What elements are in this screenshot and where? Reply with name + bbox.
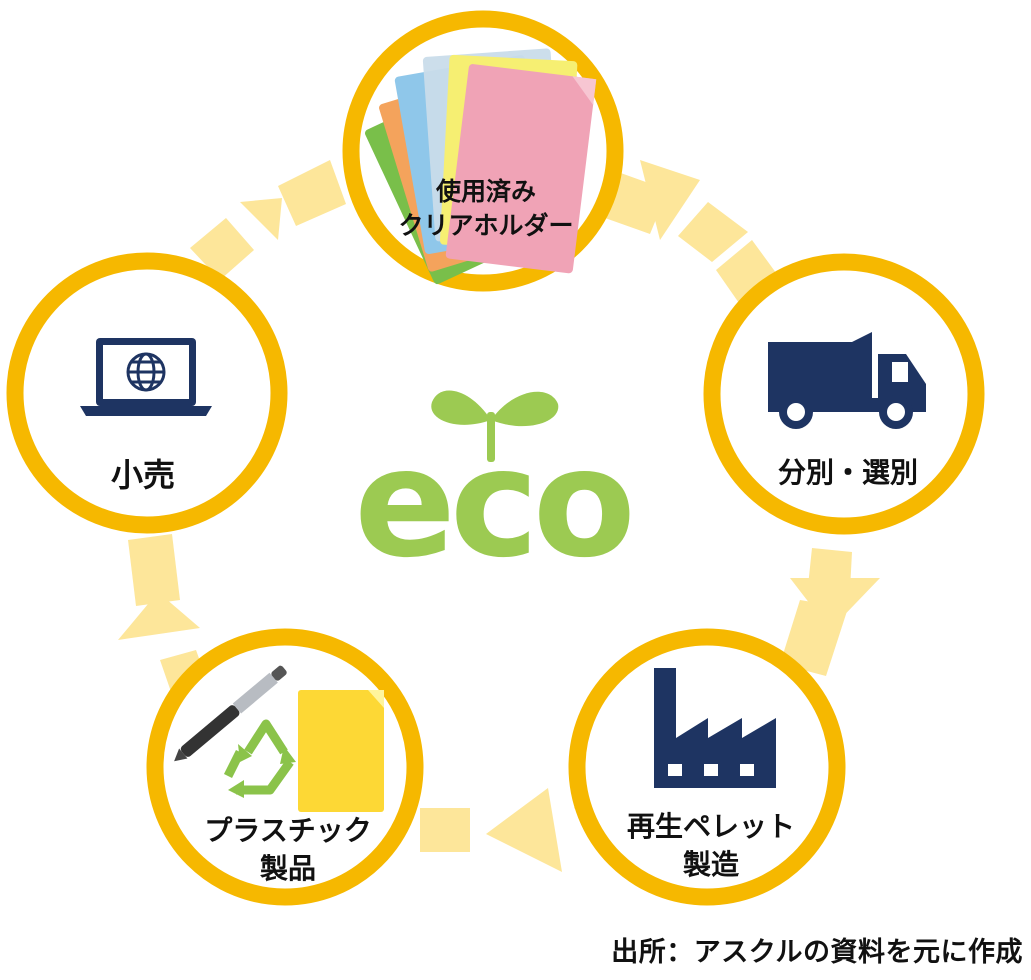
node-label-line-1: 使用済み xyxy=(435,177,536,206)
source-credit: 出所：アスクルの資料を元に作成 xyxy=(611,937,1023,968)
pen-folder-recycle-icon xyxy=(174,665,384,812)
arrow-retail-to-holders xyxy=(190,160,346,280)
recycle-icon xyxy=(223,719,294,795)
node-retail: 小売 xyxy=(6,252,288,534)
node-sorting: 分別・選別 xyxy=(703,253,985,535)
node-plastic-products: プラスチック 製品 xyxy=(146,628,424,906)
yellow-folder-icon xyxy=(298,690,384,812)
pen-icon xyxy=(174,665,287,762)
eco-logo-text: eco xyxy=(354,417,630,591)
clear-folders-icon xyxy=(365,48,597,285)
node-label-line-1: 小売 xyxy=(111,456,175,494)
globe-icon xyxy=(126,352,166,392)
arrow-holders-to-sorting xyxy=(605,160,790,316)
truck-icon xyxy=(768,332,926,429)
factory-icon xyxy=(654,668,776,788)
node-label-line-2: クリアホルダー xyxy=(398,211,573,240)
node-label-line-2: 製品 xyxy=(260,852,316,885)
node-label-line-2: 製造 xyxy=(683,848,739,881)
node-label-line-1: 再生ペレット xyxy=(627,810,795,843)
eco-logo: eco xyxy=(354,390,636,591)
arrow-sorting-to-pellets xyxy=(780,548,880,676)
node-label-line-1: プラスチック xyxy=(204,814,371,847)
node-label-line-1: 分別・選別 xyxy=(778,456,918,489)
laptop-globe-icon xyxy=(80,338,212,416)
sprout-icon xyxy=(431,390,559,462)
node-used-holders: 使用済み クリアホルダー xyxy=(342,10,624,292)
node-pellets: 再生ペレット 製造 xyxy=(568,628,846,906)
